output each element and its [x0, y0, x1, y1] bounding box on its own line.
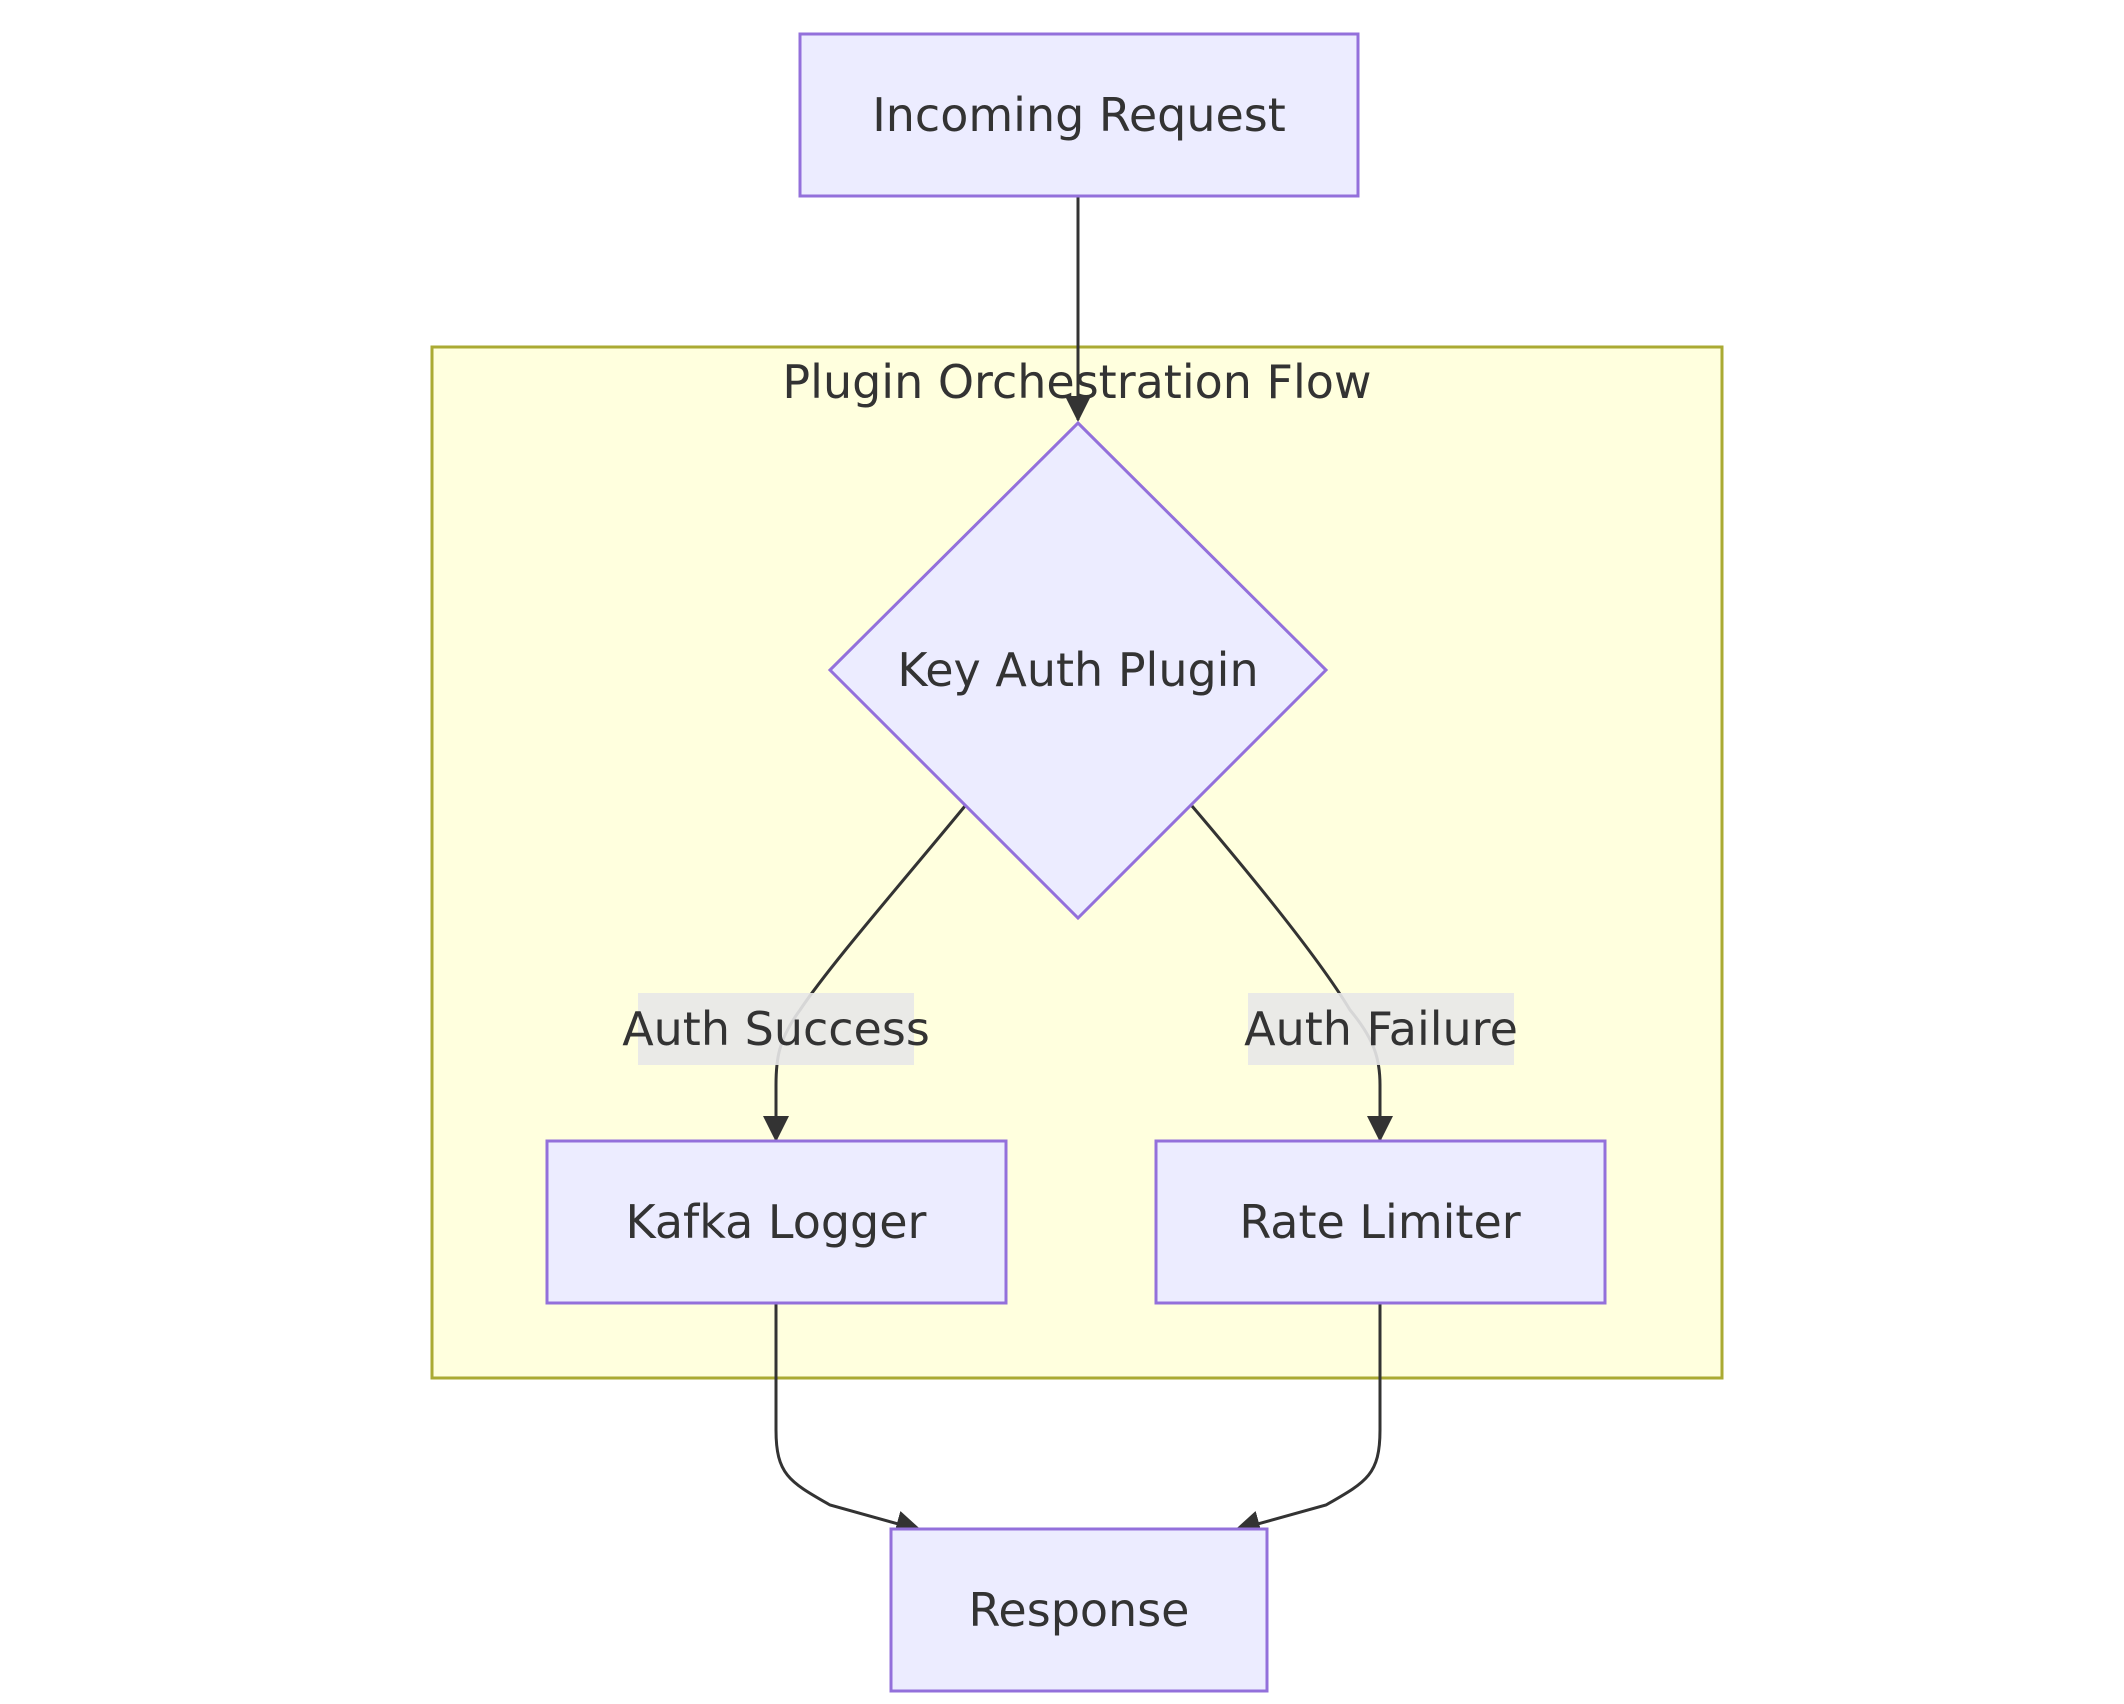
node-rate-limiter: Rate Limiter [1154, 1139, 1607, 1305]
edge-label-background [638, 993, 914, 1065]
node-incoming-request: Incoming Request [798, 32, 1360, 198]
node-shape [545, 1139, 1008, 1305]
edge-label-auth-success: Auth Success [622, 993, 930, 1065]
edge-rate-limiter-to-response [1234, 1303, 1382, 1537]
node-label: Response [969, 1583, 1190, 1637]
node-label: Kafka Logger [626, 1195, 927, 1249]
node-label: Key Auth Plugin [897, 643, 1258, 697]
edge-label-auth-failure: Auth Failure [1244, 993, 1518, 1065]
node-response: Response [889, 1527, 1269, 1693]
node-shape [889, 1527, 1269, 1693]
node-label: Incoming Request [872, 88, 1286, 142]
node-label: Rate Limiter [1239, 1195, 1520, 1249]
edge-kafka-to-response [774, 1303, 922, 1537]
node-shape [1154, 1139, 1607, 1305]
node-kafka-logger: Kafka Logger [545, 1139, 1008, 1305]
edge-label-background [1248, 993, 1514, 1065]
node-shape [798, 32, 1360, 198]
node-shape-diamond [827, 420, 1329, 921]
edge-label-text: Auth Failure [1244, 1002, 1518, 1056]
node-key-auth-plugin: Key Auth Plugin [827, 420, 1329, 921]
edge-label-text: Auth Success [622, 1002, 930, 1056]
